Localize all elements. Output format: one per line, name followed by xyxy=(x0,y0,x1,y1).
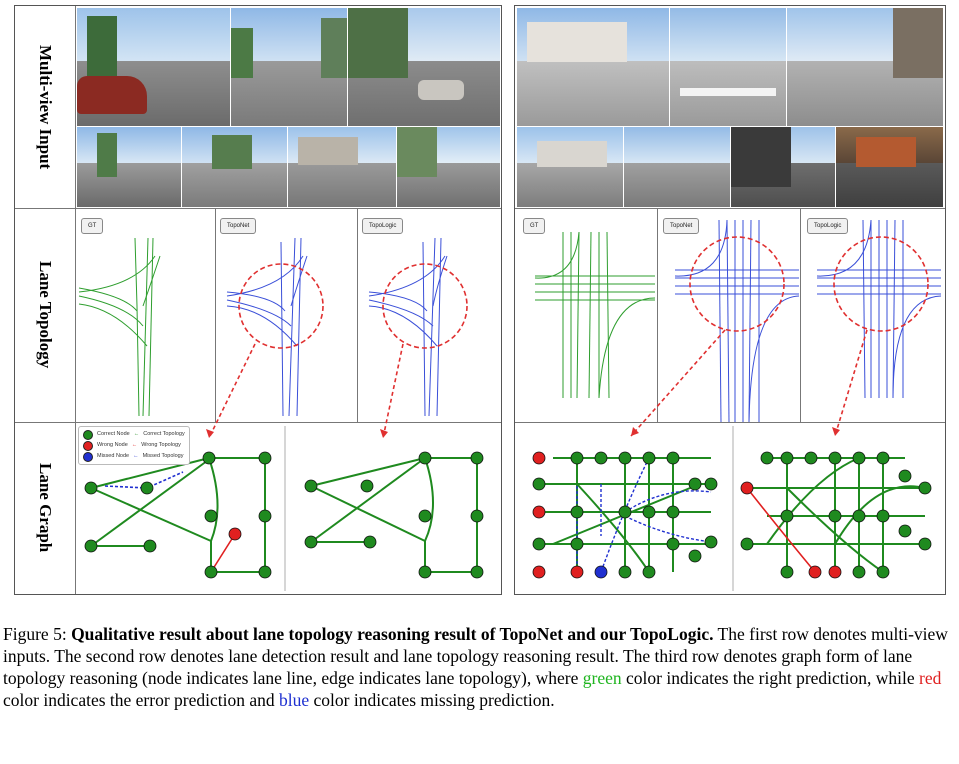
camera-image-front-right xyxy=(787,8,943,126)
camera-image-front-right xyxy=(348,8,500,126)
row-divider xyxy=(515,208,945,209)
tag-topologic: TopoLogic xyxy=(807,218,849,234)
caption-text: color indicates the right prediction, wh… xyxy=(621,668,920,688)
error-region-circle xyxy=(833,236,929,332)
graph-topologic xyxy=(310,457,478,573)
row-label-lane-topology: Lane Topology xyxy=(36,261,55,369)
correct-arrow-icon: ← xyxy=(133,431,140,437)
lane-topology-right xyxy=(532,219,942,591)
error-region-circle xyxy=(382,263,468,349)
callout-arrow xyxy=(382,343,404,439)
panel-divider xyxy=(657,208,658,422)
gt-lanes xyxy=(534,231,656,399)
right-figure-panel: GT TopoNet TopoLogic xyxy=(514,5,946,595)
row-label-multiview: Multi-view Input xyxy=(36,44,55,170)
caption-title: Qualitative result about lane topology r… xyxy=(71,624,714,644)
row-divider xyxy=(15,422,501,423)
camera-image-front xyxy=(231,8,347,126)
camera-image-back-left xyxy=(77,127,181,207)
callout-arrow xyxy=(834,329,868,437)
figure-caption: Figure 5: Qualitative result about lane … xyxy=(3,623,958,711)
camera-image-back-left xyxy=(517,127,623,207)
gt-lanes xyxy=(78,237,161,417)
graph-topologic-nodes xyxy=(304,451,484,579)
graph-toponet xyxy=(90,457,266,573)
graph-legend: Correct Node←Correct Topology Wrong Node… xyxy=(78,426,190,465)
caption-label: Figure 5: xyxy=(3,624,67,644)
wrong-arrow-icon: ← xyxy=(131,442,138,448)
camera-image-front xyxy=(670,8,786,126)
tag-toponet: TopoNet xyxy=(663,218,700,234)
callout-arrow xyxy=(630,329,726,437)
tag-topologic: TopoLogic xyxy=(362,218,404,234)
camera-image-back-middle xyxy=(288,127,396,207)
graph-toponet-nodes xyxy=(84,451,272,579)
graph-toponet-right-nodes xyxy=(532,451,718,579)
panel-divider xyxy=(215,208,216,422)
camera-image-back xyxy=(624,127,730,207)
caption-green-word: green xyxy=(582,668,622,688)
caption-text: color indicates missing prediction. xyxy=(309,690,555,710)
row-divider xyxy=(515,422,945,423)
caption-text: The first row denotes multi-view inputs.… xyxy=(3,624,948,688)
graph-topologic-right-nodes xyxy=(740,451,932,579)
error-region-circle xyxy=(238,263,324,349)
label-column-divider xyxy=(75,6,76,594)
camera-image-front-left xyxy=(517,8,669,126)
toponet-lanes xyxy=(226,237,308,417)
panel-divider xyxy=(357,208,358,422)
caption-text: color indicates the error prediction and xyxy=(3,690,280,710)
caption-blue-word: blue xyxy=(279,690,310,710)
row-label-lane-graph: Lane Graph xyxy=(36,463,55,553)
camera-image-back-right xyxy=(397,127,500,207)
camera-image-front-left xyxy=(77,8,230,126)
row-divider xyxy=(15,208,501,209)
panel-divider xyxy=(800,208,801,422)
tag-gt: GT xyxy=(81,218,104,234)
correct-node-icon xyxy=(83,429,93,440)
tag-toponet: TopoNet xyxy=(220,218,257,234)
missed-arrow-icon: ← xyxy=(133,453,139,459)
camera-image-back xyxy=(182,127,287,207)
error-region-circle xyxy=(689,236,785,332)
wrong-node-icon xyxy=(83,440,93,451)
caption-red-word: red xyxy=(919,668,942,688)
missed-node-icon xyxy=(83,451,93,462)
camera-image-back-middle xyxy=(731,127,835,207)
left-figure-panel: Multi-view Input Lane Topology Lane Grap… xyxy=(14,5,502,595)
callout-arrow xyxy=(208,343,256,439)
topologic-lanes xyxy=(816,219,942,399)
lane-topology-left xyxy=(78,237,484,591)
topologic-lanes xyxy=(368,237,448,417)
toponet-lanes xyxy=(674,219,800,423)
camera-image-back-right xyxy=(836,127,943,207)
tag-gt: GT xyxy=(523,218,546,234)
